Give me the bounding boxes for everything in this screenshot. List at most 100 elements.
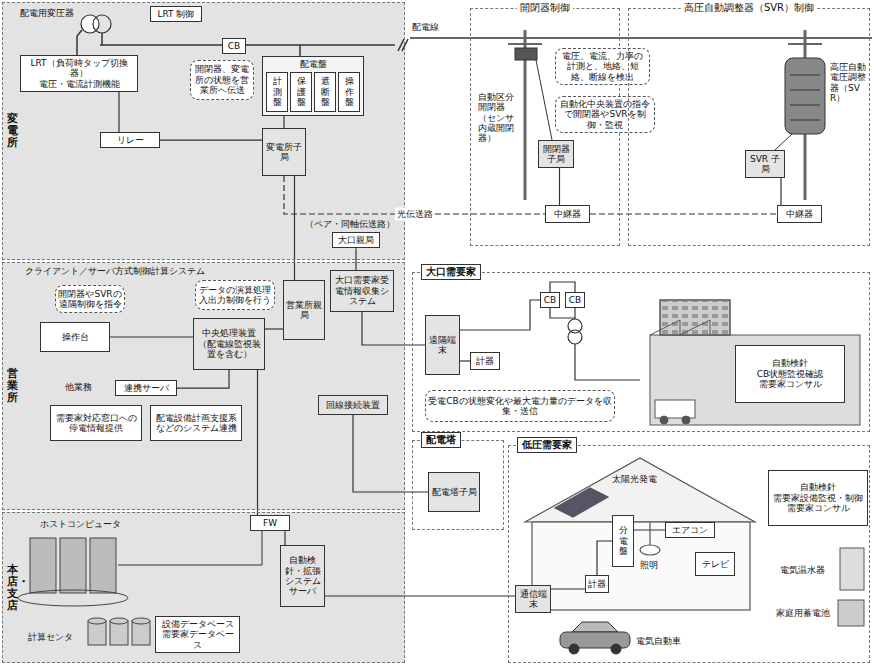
- database-cylinder: [88, 621, 106, 645]
- node-text: 開閉器子局: [541, 144, 571, 165]
- node-text: CB: [569, 295, 581, 305]
- node-text: 保護盤: [293, 76, 309, 107]
- equipment-cabinet: 自動検針・拡張システムサーバ: [280, 545, 325, 607]
- edge-label: 光伝送路: [395, 208, 435, 221]
- node-text: 中継器: [786, 209, 813, 219]
- utility-pole: [788, 43, 822, 45]
- server-rack: [90, 538, 116, 593]
- connector-line: [551, 588, 585, 589]
- zone-fill: [2, 262, 405, 510]
- device-box: テレビ: [695, 552, 735, 576]
- part-label: 他業務: [65, 382, 92, 392]
- node-text: 需要家対応窓口への停電情報提供: [53, 413, 139, 434]
- power-line: [101, 33, 103, 45]
- node-text: 自動化中央装置の指令で開閉器やSVRを制御・監視: [558, 99, 652, 130]
- server-rack: [30, 538, 56, 593]
- site-zone: 営業所開閉器やSVRの遠隔制御を指令データの演算処理入出力制御を行う操作台連携サ…: [2, 262, 405, 510]
- customer-area: 低圧需要家分電盤エアコンテレビ計器通信端末自動検針需要家設備監視・制御需要家コン…: [508, 445, 870, 663]
- node-text: テレビ: [702, 559, 729, 569]
- customer-wiring: [568, 330, 582, 344]
- node-text: 電圧、電流、力率の計測と、地絡、短絡、断線を検出: [558, 51, 647, 82]
- customer-wiring: [575, 344, 640, 380]
- database-cylinder: [88, 618, 150, 645]
- svr-device: [790, 90, 820, 91]
- database-cylinder: [88, 618, 106, 624]
- house: [640, 545, 660, 555]
- node-text: 大口需要家: [421, 264, 481, 280]
- service-box: 自動検針需要家設備監視・制御需要家コンサル: [768, 470, 868, 526]
- node-text: FW: [263, 518, 277, 528]
- part-label: ホストコンピュータ: [40, 519, 121, 529]
- node-text: 遠隔端末: [428, 335, 457, 356]
- node-text: 大口親局: [338, 235, 374, 245]
- connector-line: [284, 531, 285, 545]
- switch-device: [536, 60, 552, 140]
- svr-device: [790, 75, 820, 76]
- node-text: 回線接続装置: [326, 400, 380, 410]
- svr-device: [785, 58, 825, 134]
- customer-wiring: [550, 308, 575, 318]
- database-cylinder: [110, 618, 128, 624]
- node-text: 需要家データベース: [158, 629, 237, 650]
- equipment-cabinet: 変電所子局: [262, 128, 306, 176]
- connector-line: [283, 116, 284, 128]
- svr-device: [790, 120, 820, 121]
- transformer-symbol: [81, 15, 111, 33]
- factory-building: [650, 320, 710, 335]
- device-box: 中継器: [777, 205, 822, 223]
- database-cylinder: [132, 618, 150, 624]
- device-box: 需要家対応窓口への停電情報提供: [50, 405, 142, 441]
- panel-group: 配電盤計測盤保護盤遮断盤操作盤: [262, 56, 364, 116]
- node-text: 開閉器制御: [517, 2, 573, 14]
- node-text: 通信端末: [518, 589, 548, 610]
- factory-building: [650, 300, 860, 425]
- node-text: 設備データベース: [162, 619, 234, 629]
- node-text: 操作盤: [341, 76, 357, 107]
- node-text: 大口需要家受電情報収集システム: [333, 275, 391, 306]
- node-text: 変電所子局: [265, 142, 303, 163]
- zone-fill: [2, 512, 405, 663]
- device-box: LRT 制御: [150, 6, 202, 22]
- switch-device: [515, 48, 552, 140]
- connector-line: [118, 92, 119, 132]
- svr-device: [775, 134, 792, 150]
- factory-building: [660, 300, 730, 335]
- device-box: 計器: [585, 575, 609, 593]
- electric-car: [611, 644, 621, 654]
- part-label: 計算センタ: [28, 632, 73, 642]
- device-box: LRT（負荷時タップ切換器）電圧・電流計測機能: [20, 55, 138, 92]
- house: [555, 488, 608, 517]
- callout-bubble: 受電CBの状態変化や最大電力量のデータを収集・送信: [425, 390, 615, 422]
- database-cylinder: [132, 621, 150, 645]
- node-text: 高圧自動調整器（SVR）制御: [681, 2, 817, 14]
- node-text: 配電盤: [300, 59, 327, 69]
- node-text: 連携サーバ: [124, 383, 169, 393]
- electric-car: [569, 644, 579, 654]
- node-text: 電圧・電流計測機能: [39, 79, 120, 89]
- connector-line: [597, 541, 612, 575]
- svr-device: [790, 105, 820, 106]
- equipment-cabinet: 大口需要家受電情報収集システム: [330, 270, 394, 312]
- factory-building: [660, 416, 668, 424]
- node-text: 自動検針・拡張システムサーバ: [283, 555, 322, 596]
- node-text: 遮断盤: [317, 76, 333, 107]
- device-box: 操作盤: [338, 72, 360, 112]
- node-text: 受電CBの状態変化や最大電力量のデータを収集・送信: [428, 396, 612, 417]
- connector-line: [177, 370, 229, 388]
- connector-line: [559, 168, 560, 205]
- connector-line: [362, 312, 425, 345]
- node-text: 計器: [476, 356, 494, 366]
- node-text: SVR 子局: [748, 154, 782, 175]
- customer-area: 配電塔配電塔子局: [412, 440, 504, 530]
- switch-device: [515, 48, 537, 60]
- electric-car: [572, 622, 618, 632]
- equipment-cabinet: 営業所親局: [283, 280, 325, 340]
- device-box: CB: [540, 292, 560, 308]
- node-text: 計器: [588, 579, 606, 589]
- server-rack: [18, 590, 128, 606]
- server-rack: [60, 538, 86, 593]
- equipment-cabinet: 配電塔子局: [428, 472, 480, 512]
- transformer-symbol: [93, 15, 111, 33]
- node-text: CB: [544, 295, 556, 305]
- house: [525, 458, 755, 610]
